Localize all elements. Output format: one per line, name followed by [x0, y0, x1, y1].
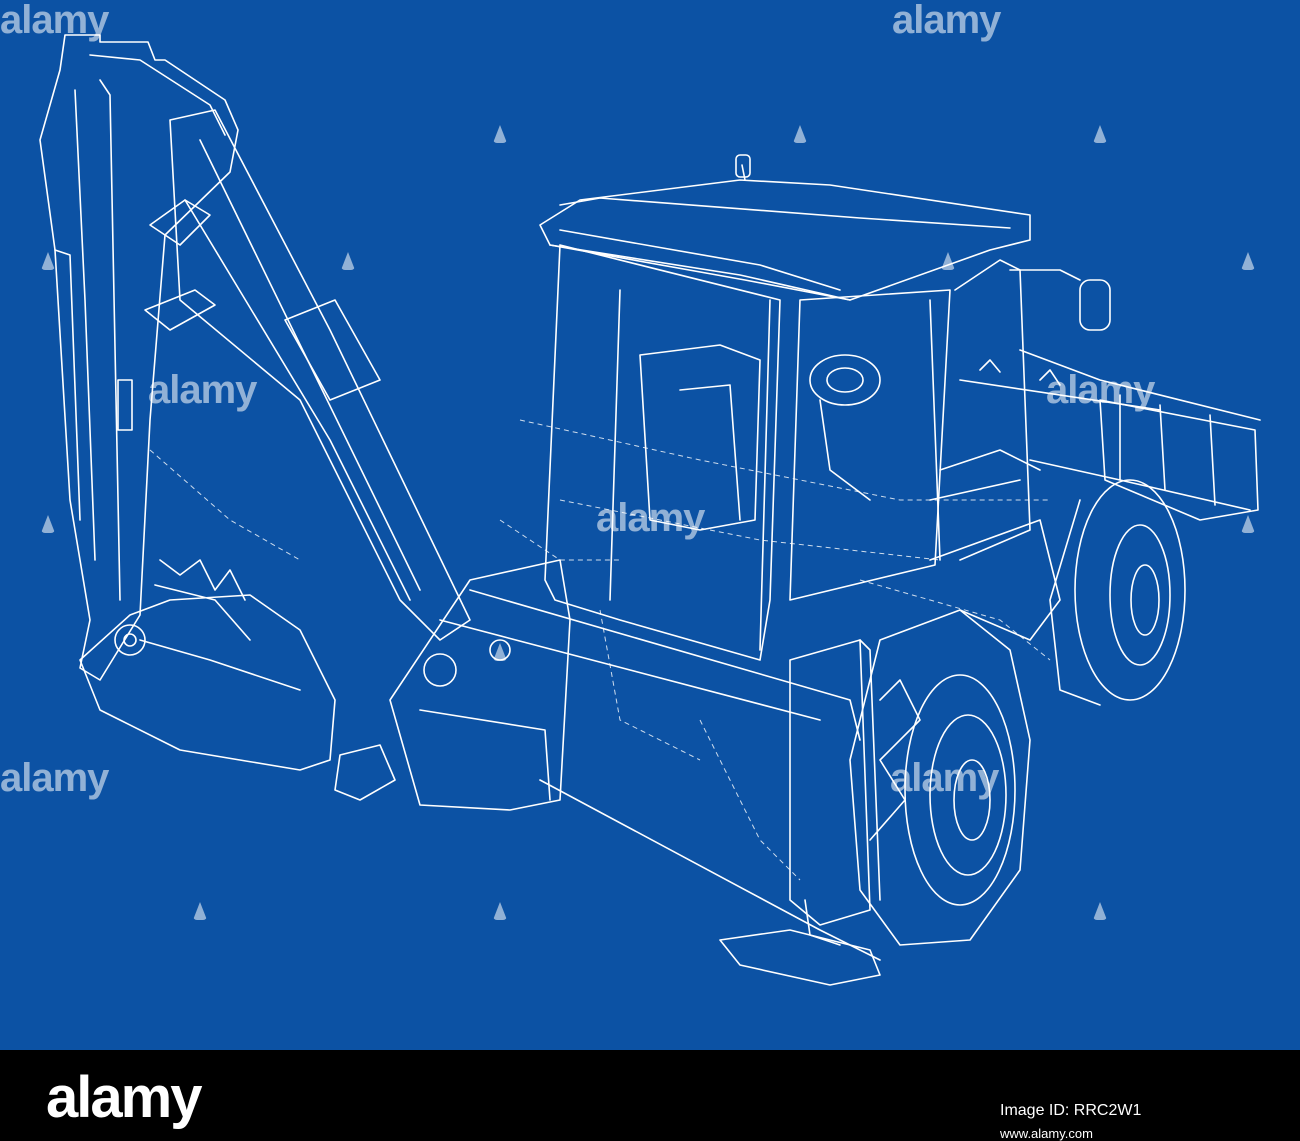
watermark-logo-mark [193, 902, 207, 920]
brand-logo: alamy [46, 1065, 202, 1130]
rear-frame [389, 559, 881, 961]
watermark-text: alamy [1046, 368, 1155, 412]
backhoe-bucket [79, 559, 396, 801]
watermark-logo-mark [41, 252, 55, 270]
watermark-logo-mark [493, 902, 507, 920]
side-mirror [1009, 269, 1111, 331]
front-wheel [1049, 479, 1186, 706]
dipper-arm [169, 109, 471, 641]
watermark-logo-mark [41, 515, 55, 533]
footer-bar: alamy Image ID: RRC2W1 www.alamy.com [0, 1050, 1300, 1141]
watermark-text: alamy [148, 368, 257, 412]
watermark-logo-mark [1241, 252, 1255, 270]
cab [539, 154, 1031, 661]
watermark-text: alamy [596, 496, 705, 540]
watermark-logo-mark [1093, 902, 1107, 920]
watermark-logo-mark [1093, 125, 1107, 143]
watermark-logo-mark [941, 252, 955, 270]
watermark-logo-mark [1241, 515, 1255, 533]
watermark-logo-mark [493, 125, 507, 143]
watermark-text: alamy [890, 756, 999, 800]
watermark-logo-mark [493, 643, 507, 661]
stabilizer-leg [719, 639, 881, 986]
rear-wheel [849, 609, 1031, 946]
front-loader [959, 349, 1261, 521]
site-url: www.alamy.com [1000, 1126, 1093, 1141]
image-id-label: Image ID: RRC2W1 [1000, 1102, 1142, 1119]
engine-hood [929, 449, 1061, 641]
blueprint-canvas: alamy alamy alamy alamy alamy alamy alam… [0, 0, 1261, 986]
watermark-text: alamy [892, 0, 1001, 42]
backhoe-boom [39, 34, 239, 681]
watermark-text: alamy [0, 0, 109, 42]
watermark-text: alamy [0, 756, 109, 800]
watermark-logo-mark [793, 125, 807, 143]
watermark-logo-mark [341, 252, 355, 270]
backhoe-loader-wireframe-drawing [39, 34, 1261, 986]
